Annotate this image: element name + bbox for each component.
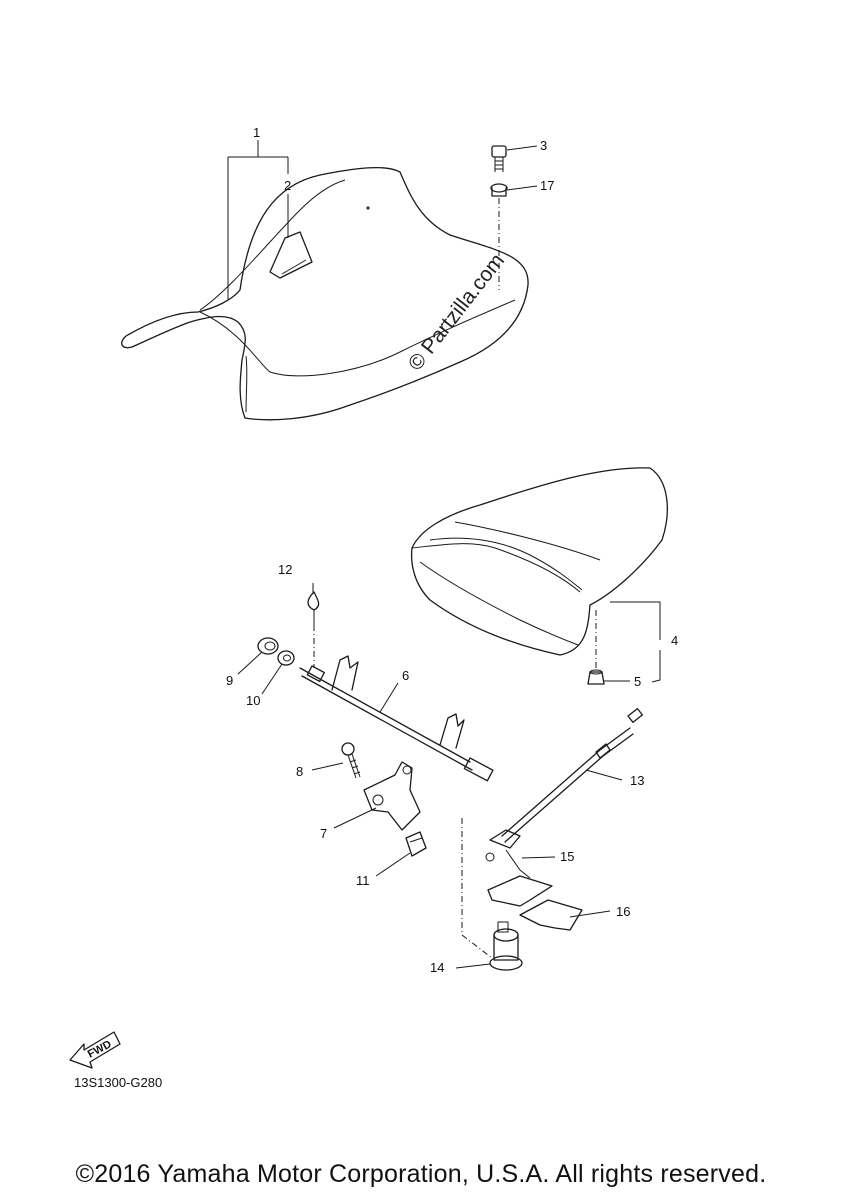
part-labels: 1 2 3 17 4 5 12 9 10 6 8 7 11 13 15 16 1…	[226, 125, 678, 975]
fwd-arrow-icon: FWD	[69, 1031, 121, 1069]
bolt-8	[341, 742, 361, 779]
bolt-3	[491, 145, 507, 172]
label-1: 1	[253, 125, 260, 140]
collar-9	[257, 637, 279, 655]
front-seat	[121, 166, 529, 421]
plate-16	[519, 899, 583, 931]
label-11: 11	[356, 873, 370, 888]
label-8: 8	[296, 764, 303, 779]
copyright-notice: ©2016 Yamaha Motor Corporation, U.S.A. A…	[75, 1160, 767, 1188]
bracket-15	[487, 849, 553, 907]
lock-cylinder-14	[489, 921, 523, 971]
label-9: 9	[226, 673, 233, 688]
label-5: 5	[634, 674, 641, 689]
label-15: 15	[560, 849, 574, 864]
washer-17	[490, 183, 508, 197]
pin-12	[307, 591, 320, 625]
leader-lines	[227, 140, 661, 969]
label-7: 7	[320, 826, 327, 841]
label-2: 2	[284, 178, 291, 193]
bush-10	[277, 650, 295, 666]
damper-11	[405, 831, 427, 857]
label-6: 6	[402, 668, 409, 683]
label-17: 17	[540, 178, 554, 193]
nut-5	[587, 669, 605, 685]
bracket-7	[363, 761, 421, 831]
label-3: 3	[540, 138, 547, 153]
label-12: 12	[278, 562, 292, 577]
watermark: © Partzilla.com	[404, 249, 509, 375]
label-13: 13	[630, 773, 644, 788]
label-4: 4	[671, 633, 678, 648]
diagram-code: 13S1300-G280	[74, 1075, 163, 1090]
rear-seat	[410, 467, 668, 656]
cable-13	[485, 707, 644, 862]
lock-rod-6	[299, 655, 494, 782]
label-14: 14	[430, 960, 444, 975]
fwd-label: FWD	[86, 1038, 114, 1060]
label-16: 16	[616, 904, 630, 919]
label-10: 10	[246, 693, 260, 708]
